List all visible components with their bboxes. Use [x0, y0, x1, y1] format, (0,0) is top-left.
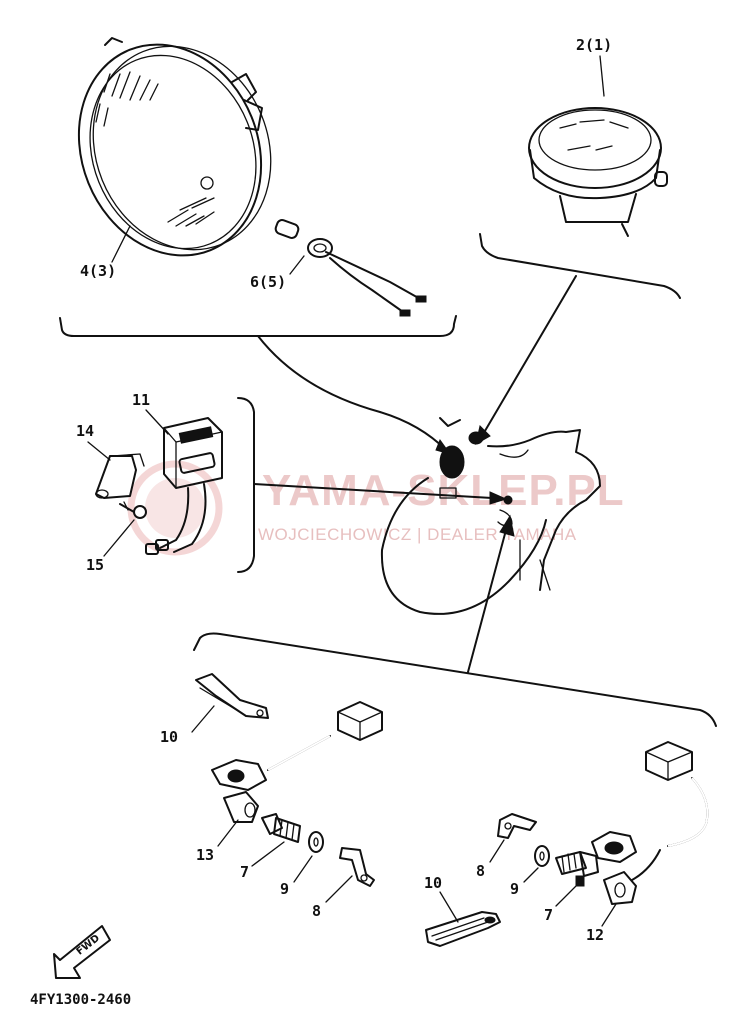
callout-bolt-7-left: 7: [240, 863, 249, 881]
callout-washer-9-right: 9: [510, 880, 519, 898]
callout-relay: 11: [132, 391, 150, 409]
clip-8-left: [339, 847, 375, 887]
callout-screw-15: 15: [86, 556, 104, 574]
bolt-7-left: [261, 813, 301, 843]
speedometer: [528, 107, 668, 237]
callout-meter: 2(1): [576, 36, 612, 54]
headlight-unit: [77, 37, 272, 257]
group-brace-relay: [237, 397, 255, 573]
watermark-subtitle: WOJCIECHOWICZ | DEALER YAMAHA: [258, 525, 577, 544]
bracket-10-bottom: [425, 911, 501, 947]
group-brace-meter: [479, 233, 681, 299]
washer-9-left: [308, 831, 324, 853]
callout-bolt-7-right: 7: [544, 906, 553, 924]
bracket-10-top: [195, 673, 269, 719]
callout-bracket-10-top: 10: [160, 728, 178, 746]
sensor-13: [223, 791, 259, 823]
fwd-arrow-icon: FWD: [53, 925, 111, 979]
bolt-7-right: [555, 851, 599, 887]
callout-headlight: 4(3): [80, 262, 116, 280]
group-brace-headlight: [59, 315, 457, 337]
callout-sensor-13: 13: [196, 846, 214, 864]
watermark-title: YAMA-SKLEP.PL: [262, 466, 625, 515]
bracket-14: [95, 453, 145, 499]
callout-bulb: 6(5): [250, 273, 286, 291]
callout-washer-9-left: 9: [280, 880, 289, 898]
part-code: 4FY1300-2460: [30, 992, 131, 1008]
screw-15: [119, 501, 147, 519]
callout-bracket-14: 14: [76, 422, 94, 440]
sensor-harness-left: [211, 701, 383, 791]
callout-bracket-10-bottom: 10: [424, 874, 442, 892]
frame-sketch: [380, 417, 601, 615]
relay: [145, 417, 223, 555]
sensor-harness-right: [591, 741, 709, 905]
group-brace-sensors: [193, 632, 717, 727]
watermark: YAMA-SKLEP.PL WOJCIECHOWICZ | DEALER YAM…: [127, 460, 625, 556]
callout-clip-8-left: 8: [312, 902, 321, 920]
clip-8-right: [497, 813, 537, 839]
callout-clip-8-right: 8: [476, 862, 485, 880]
callout-sensor-12: 12: [586, 926, 604, 944]
washer-9-right: [534, 845, 550, 867]
bulb-socket: [274, 219, 427, 317]
